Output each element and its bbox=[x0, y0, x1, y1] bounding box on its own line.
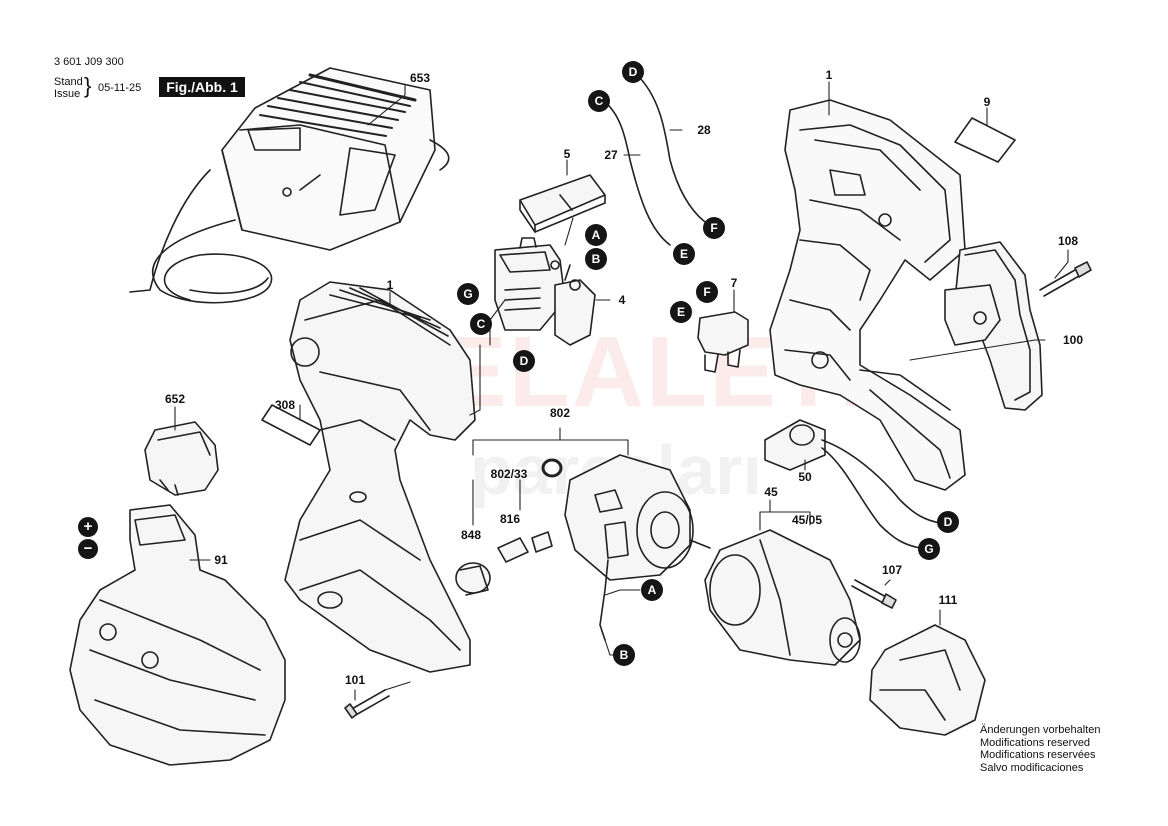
note-french: Modifications reservées bbox=[980, 749, 1096, 761]
wire-27 bbox=[604, 101, 671, 246]
issue-date: 05-11-25 bbox=[98, 82, 142, 94]
part-number-1: 1 bbox=[825, 68, 833, 82]
modification-notes: Änderungen vorbehalten Modifications res… bbox=[980, 724, 1100, 774]
issue-label: Issue bbox=[54, 88, 81, 100]
part-number-45-05: 45/05 bbox=[791, 513, 823, 527]
sleeve-drawing bbox=[869, 624, 986, 736]
switch-drawing bbox=[494, 237, 596, 346]
part-number-107: 107 bbox=[881, 563, 903, 577]
figure-label: Fig./Abb. 1 bbox=[159, 77, 245, 97]
part-number-816: 816 bbox=[499, 512, 521, 526]
part-number-101: 101 bbox=[344, 673, 366, 687]
connector-c: C bbox=[470, 313, 492, 335]
part-number-111: 111 bbox=[938, 593, 958, 607]
connector-f: F bbox=[703, 217, 725, 239]
part-number-91: 91 bbox=[214, 553, 228, 567]
screw-108-drawing bbox=[1039, 261, 1092, 297]
connector-f: F bbox=[696, 281, 718, 303]
connector-b: B bbox=[585, 248, 607, 270]
label-308-drawing bbox=[261, 404, 321, 446]
part-number-50: 50 bbox=[798, 470, 812, 484]
connector-d: D bbox=[513, 350, 535, 372]
part-number-1: 1 bbox=[386, 278, 394, 292]
part-number-308: 308 bbox=[274, 398, 296, 412]
note-german: Änderungen vorbehalten bbox=[980, 724, 1101, 736]
battery-pack-small-drawing bbox=[144, 421, 219, 496]
connector-e: E bbox=[673, 243, 695, 265]
connector-a: A bbox=[585, 224, 607, 246]
brace-icon: } bbox=[84, 73, 92, 98]
gearbox-drawing bbox=[704, 529, 861, 666]
part-number-7: 7 bbox=[730, 276, 738, 290]
part-number-652: 652 bbox=[164, 392, 186, 406]
part-number-802-33: 802/33 bbox=[490, 467, 528, 481]
part-number-5: 5 bbox=[563, 147, 571, 161]
brush-cap-drawing bbox=[455, 562, 491, 596]
carbon-brush-drawing bbox=[497, 531, 553, 563]
note-spanish: Salvo modificaciones bbox=[980, 761, 1084, 774]
part-number-653: 653 bbox=[409, 71, 431, 85]
part-number-9: 9 bbox=[983, 95, 991, 109]
label-9-drawing bbox=[954, 117, 1016, 163]
screw-101-drawing bbox=[344, 689, 390, 719]
part-number-802: 802 bbox=[549, 406, 571, 420]
stand-label: Stand bbox=[54, 76, 83, 88]
minus-icon: − bbox=[78, 539, 98, 559]
note-english: Modifications reserved bbox=[980, 736, 1091, 749]
connector-e: E bbox=[670, 301, 692, 323]
part-number-27: 27 bbox=[604, 148, 618, 162]
belt-clip-drawing bbox=[944, 241, 1043, 411]
wire-28 bbox=[639, 77, 706, 223]
battery-pack-drawing bbox=[69, 504, 286, 766]
switch-cover-drawing bbox=[519, 174, 606, 233]
connector-d: D bbox=[937, 511, 959, 533]
retaining-ring-drawing bbox=[541, 458, 563, 478]
part-number-45: 45 bbox=[764, 485, 778, 499]
connector-g: G bbox=[918, 538, 940, 560]
plus-icon: + bbox=[78, 517, 98, 537]
connector-c: C bbox=[588, 90, 610, 112]
terminal-block-drawing bbox=[697, 311, 749, 373]
housing-half-left-drawing bbox=[284, 281, 476, 673]
led-module-drawing bbox=[764, 419, 941, 549]
connector-d: D bbox=[622, 61, 644, 83]
part-number-28: 28 bbox=[697, 123, 711, 137]
leader-lines bbox=[174, 81, 1069, 701]
connector-a: A bbox=[641, 579, 663, 601]
document-number: 3 601 J09 300 bbox=[54, 56, 124, 68]
part-number-108: 108 bbox=[1057, 234, 1079, 248]
part-number-100: 100 bbox=[1062, 333, 1084, 347]
part-number-848: 848 bbox=[460, 528, 482, 542]
screw-107-drawing bbox=[851, 579, 897, 609]
part-number-4: 4 bbox=[618, 293, 626, 307]
charger-drawing bbox=[129, 67, 450, 304]
connector-b: B bbox=[613, 644, 635, 666]
connector-g: G bbox=[457, 283, 479, 305]
motor-drawing bbox=[564, 454, 711, 641]
